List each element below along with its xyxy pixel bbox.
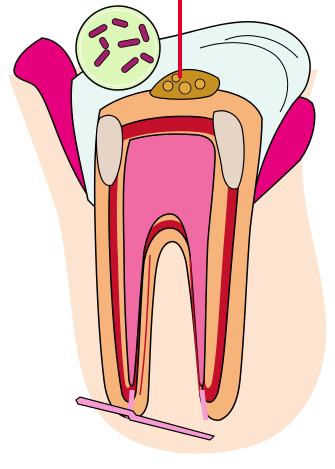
cavity-spot-2 — [179, 82, 191, 94]
cavity-spot-1 — [163, 81, 173, 91]
cavity-spot-3 — [195, 79, 205, 89]
magnifier-icon — [76, 6, 160, 90]
probe-icon — [178, 0, 182, 78]
